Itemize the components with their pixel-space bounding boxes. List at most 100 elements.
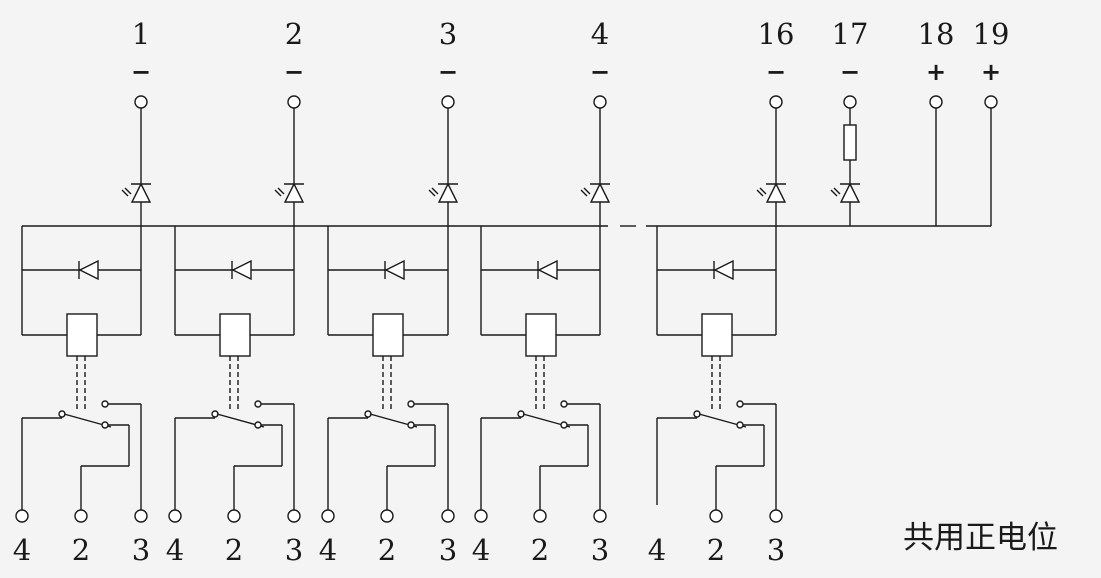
terminal-circle (843, 95, 857, 109)
led-triangle (765, 182, 787, 203)
resistor-icon (843, 124, 857, 161)
terminal-label: 19 (973, 17, 1010, 51)
polarity-sign: − (438, 58, 458, 86)
terminal-circle (441, 95, 455, 109)
led-icon (274, 182, 305, 203)
led-icon (428, 182, 459, 203)
diode-icon (231, 259, 252, 281)
top-terminal: 17 − (830, 17, 869, 226)
relay-module: 4 2 3 (648, 226, 785, 567)
light-ray (124, 187, 132, 195)
polarity-sign: − (766, 58, 786, 86)
contact-terminal (74, 509, 88, 523)
led-triangle (437, 182, 459, 203)
contact-terminal (441, 509, 455, 523)
contact-nc (736, 421, 744, 429)
terminal-circle (929, 95, 943, 109)
contact-no (101, 400, 109, 408)
polarity-sign: − (284, 58, 304, 86)
diode-icon (78, 259, 99, 281)
contact-no (736, 400, 744, 408)
contact-label: 3 (439, 533, 457, 567)
light-ray (428, 189, 436, 197)
led-triangle (130, 182, 152, 203)
led-triangle (839, 182, 861, 203)
relay-module: 4 2 3 (13, 226, 150, 567)
led-icon (756, 182, 787, 203)
light-ray (277, 187, 285, 195)
polarity-sign: + (926, 58, 946, 86)
led-triangle (283, 182, 305, 203)
contact-label: 2 (72, 533, 90, 567)
contact-label: 3 (591, 533, 609, 567)
led-icon (580, 182, 611, 203)
polarity-sign: − (131, 58, 151, 86)
contact-label: 4 (13, 533, 31, 567)
terminal-label: 17 (832, 17, 869, 51)
led-triangle (589, 182, 611, 203)
light-ray (759, 187, 767, 195)
polarity-sign: − (590, 58, 610, 86)
contact-label: 2 (378, 533, 396, 567)
contact-terminal (287, 509, 301, 523)
terminal-circle (984, 95, 998, 109)
relay-coil (219, 313, 251, 357)
contact-label: 4 (319, 533, 337, 567)
light-ray (431, 187, 439, 195)
contact-no (254, 400, 262, 408)
top-terminal: 1− (121, 17, 152, 226)
contact-terminal (709, 509, 723, 523)
contact-nc (407, 421, 415, 429)
diode-icon (537, 259, 558, 281)
relay-coil (66, 313, 98, 357)
contact-nc (560, 421, 568, 429)
contact-label: 3 (767, 533, 785, 567)
terminal-label: 1 (132, 17, 150, 51)
contact-terminal (321, 509, 335, 523)
polarity-sign: − (840, 58, 860, 86)
contact-terminal (593, 509, 607, 523)
top-terminal: 19 + (973, 17, 1010, 226)
terminal-circle (593, 95, 607, 109)
top-terminal: 16 − (756, 17, 795, 226)
top-terminal: 18 + (918, 17, 955, 226)
top-terminal: 3− (428, 17, 459, 226)
terminal-label: 3 (439, 17, 457, 51)
contact-nc (254, 421, 262, 429)
contact-terminal (380, 509, 394, 523)
contact-label: 4 (472, 533, 490, 567)
diode-icon (713, 259, 734, 281)
contact-terminal (134, 509, 148, 523)
light-ray (121, 189, 129, 197)
relay-module: 4 2 3 (319, 226, 457, 567)
terminal-label: 16 (758, 17, 795, 51)
contact-label: 4 (648, 533, 666, 567)
contact-label: 3 (132, 533, 150, 567)
contact-label: 2 (707, 533, 725, 567)
terminal-circle (769, 95, 783, 109)
terminal-label: 18 (918, 17, 955, 51)
terminal-circle (287, 95, 301, 109)
top-terminal: 4− (580, 17, 611, 226)
terminal-label: 2 (285, 17, 303, 51)
light-ray (580, 189, 588, 197)
light-ray (756, 189, 764, 197)
contact-no (407, 400, 415, 408)
top-terminal: 2− (274, 17, 305, 226)
contact-terminal (227, 509, 241, 523)
contact-terminal (474, 509, 488, 523)
contact-terminal (15, 509, 29, 523)
contact-label: 3 (285, 533, 303, 567)
terminal-label: 4 (591, 17, 609, 51)
led-icon (830, 182, 861, 203)
polarity-sign: + (981, 58, 1001, 86)
light-ray (583, 187, 591, 195)
contact-no (560, 400, 568, 408)
diode-icon (384, 259, 405, 281)
relay-coil (372, 313, 404, 357)
top-terminals: 1−2−3−4−16−17−18+19+ (121, 17, 1010, 226)
contact-label: 2 (531, 533, 549, 567)
